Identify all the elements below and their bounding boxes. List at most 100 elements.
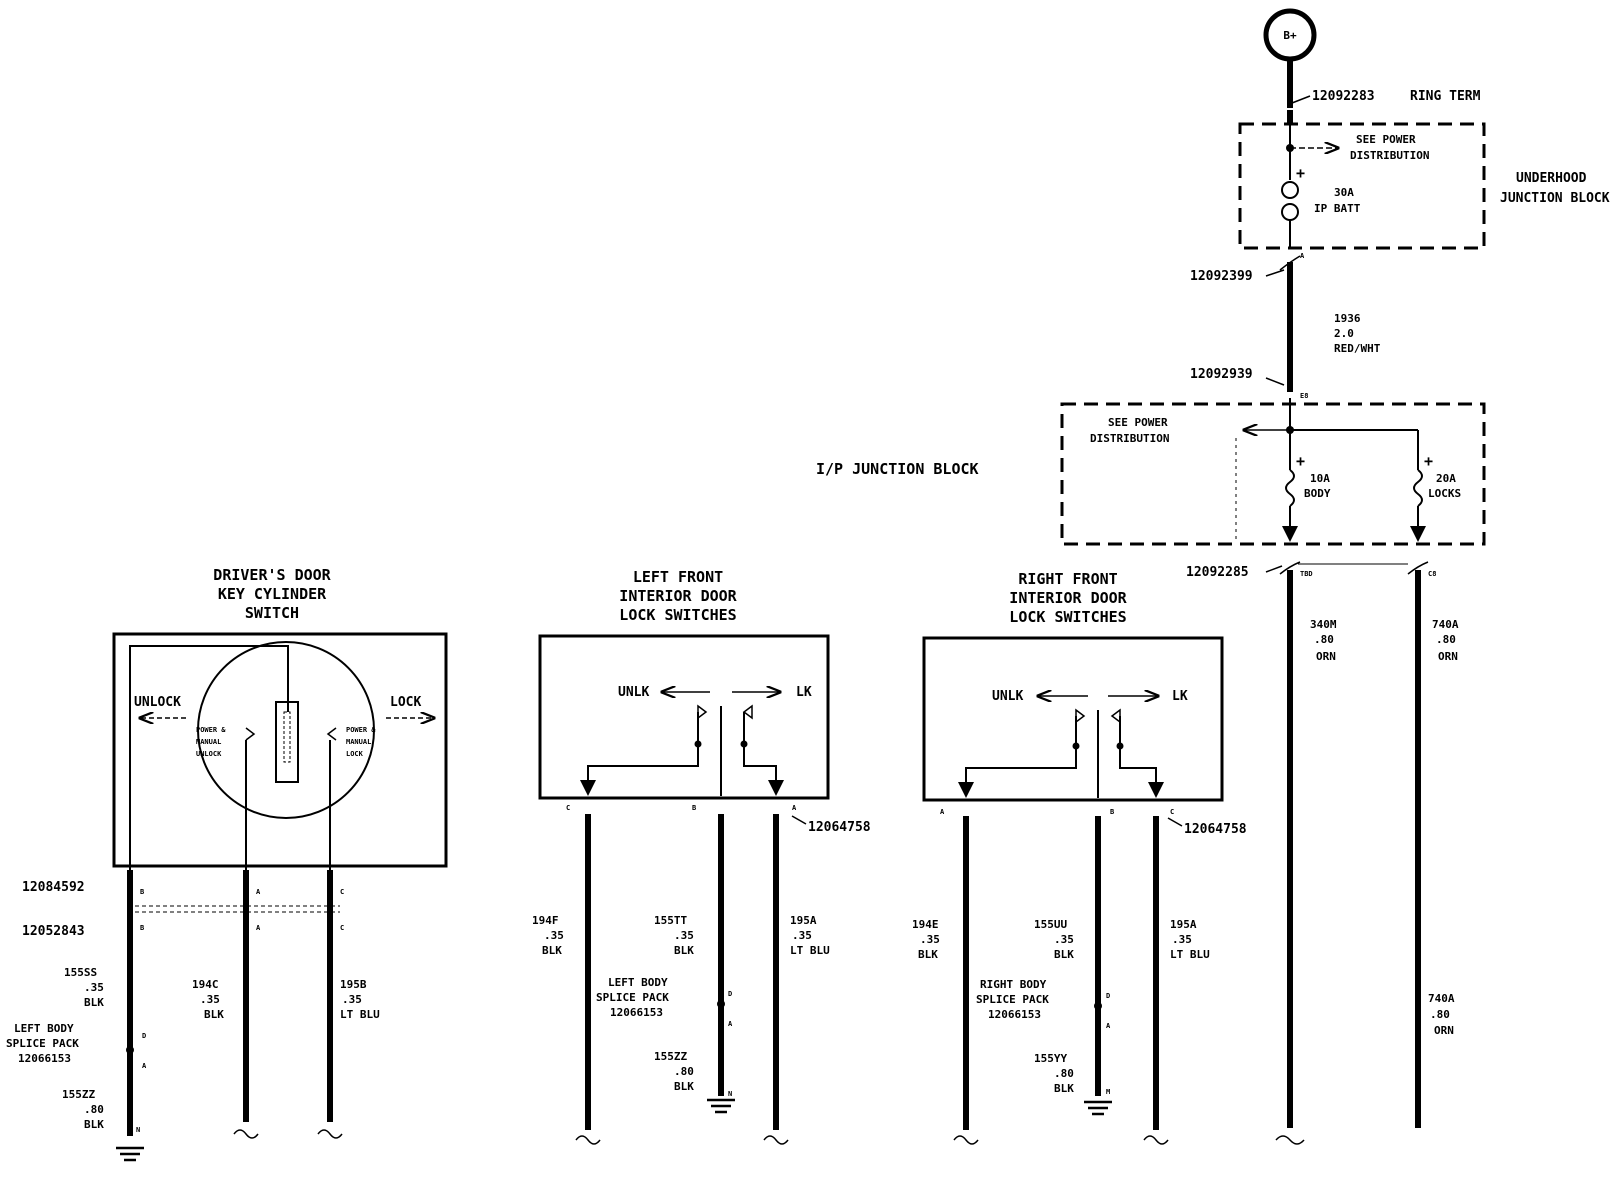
diagram-label: LOCK SWITCHES xyxy=(619,606,736,624)
fuse-icon xyxy=(1281,181,1299,221)
out3-gauge: .80 xyxy=(1430,1008,1450,1021)
continuation-icon xyxy=(1143,1135,1169,1145)
diagram-label: 155ZZ xyxy=(654,1050,687,1063)
drivers-title-3: SWITCH xyxy=(245,604,299,622)
diagram-label: SPLICE PACK xyxy=(6,1037,79,1050)
diagram-label: MANUAL xyxy=(196,738,221,746)
diagram-label: 195A xyxy=(1170,918,1197,931)
diagram-label: LEFT BODY xyxy=(14,1022,74,1035)
diagram-label: LEFT FRONT xyxy=(633,568,723,586)
switch-contact-icon xyxy=(1110,708,1121,724)
diagram-label: LT BLU xyxy=(1170,948,1210,961)
diagram-label: 155TT xyxy=(654,914,687,927)
ip-part-below: 12092285 xyxy=(1186,565,1249,580)
diagram-label: BLK xyxy=(1054,948,1074,961)
ip-junction-block: I/P JUNCTION BLOCK SEE POWER DISTRIBUTIO… xyxy=(816,398,1486,546)
diagram-label: D xyxy=(728,990,732,998)
diagram-label: BLK xyxy=(542,944,562,957)
diagram-label: SPLICE PACK xyxy=(976,993,1049,1006)
diagram-label: .80 xyxy=(84,1103,104,1116)
continuation-icon xyxy=(575,1135,601,1145)
diagram-label: C xyxy=(566,804,570,812)
diagram-label: N xyxy=(728,1090,732,1098)
diagram-label: .35 xyxy=(1054,933,1074,946)
out2-gauge: .80 xyxy=(1436,633,1456,646)
diagram-label: LOCK xyxy=(346,750,364,758)
out2-color: ORN xyxy=(1438,650,1458,663)
fuse-icon xyxy=(1285,469,1295,507)
underhood-pin: A xyxy=(1300,252,1305,260)
out1-color: ORN xyxy=(1316,650,1336,663)
diagram-label: BLK xyxy=(674,944,694,957)
diagram-label: B xyxy=(140,888,144,896)
diagram-label: B xyxy=(692,804,696,812)
ip-pin-out1: TBD xyxy=(1300,570,1313,578)
ip-fuse1-amp: 10A xyxy=(1310,472,1330,485)
feed-circuit: 1936 xyxy=(1334,312,1361,325)
diagram-label: D xyxy=(1106,992,1110,1000)
ip-part-above: 12092939 xyxy=(1190,367,1253,382)
diagram-label: MANUAL xyxy=(346,738,371,746)
battery-label: B+ xyxy=(1283,29,1297,42)
diagram-label: 195B xyxy=(340,978,367,991)
diagram-label: A xyxy=(256,888,261,896)
underhood-see-1: SEE POWER xyxy=(1356,133,1416,146)
ip-outputs: 12092285 TBD C8 340M .80 ORN 740A .80 OR… xyxy=(1186,561,1459,1145)
diagram-label: .80 xyxy=(1054,1067,1074,1080)
fuse-icon xyxy=(1413,469,1423,507)
diagram-label: .35 xyxy=(200,993,220,1006)
right-part: 12064758 xyxy=(1184,822,1247,837)
splice-icon xyxy=(1094,1002,1102,1010)
diagram-label: 12066153 xyxy=(988,1008,1041,1021)
diagram-label: 194F xyxy=(532,914,559,927)
diagram-label: LT BLU xyxy=(340,1008,380,1021)
diagram-label: LOCK SWITCHES xyxy=(1009,608,1126,626)
continuation-icon xyxy=(953,1135,979,1145)
diagram-label: LT BLU xyxy=(790,944,830,957)
diagram-label: 12066153 xyxy=(18,1052,71,1065)
left-lk-label: LK xyxy=(796,685,812,700)
underhood-see-2: DISTRIBUTION xyxy=(1350,149,1429,162)
diagram-label: .35 xyxy=(544,929,564,942)
diagram-label: .35 xyxy=(1172,933,1192,946)
drivers-part-top: 12084592 xyxy=(22,880,85,895)
diagram-label: .35 xyxy=(342,993,362,1006)
diagram-label: 195A xyxy=(790,914,817,927)
continuation-icon xyxy=(763,1135,789,1145)
diagram-label: UNLOCK xyxy=(196,750,222,758)
feed-gauge: 2.0 xyxy=(1334,327,1354,340)
switch-contact-icon xyxy=(326,727,337,741)
ip-pin-out2: C8 xyxy=(1428,570,1436,578)
switch-contact-icon xyxy=(697,704,708,720)
diagram-label: .35 xyxy=(84,981,104,994)
diagram-label: BLK xyxy=(1054,1082,1074,1095)
underhood-fuse-amp: 30A xyxy=(1334,186,1354,199)
continuation-icon xyxy=(1275,1135,1305,1145)
ip-fuse1-name: BODY xyxy=(1304,487,1331,500)
underhood-title-1: UNDERHOOD xyxy=(1516,171,1587,186)
diagram-label: .35 xyxy=(792,929,812,942)
diagram-label: RIGHT BODY xyxy=(980,978,1047,991)
drivers-part-bottom: 12052843 xyxy=(22,924,85,939)
ground-icon xyxy=(707,1098,735,1114)
diagram-label: A xyxy=(256,924,261,932)
right-lk-label: LK xyxy=(1172,689,1188,704)
diagram-label: .35 xyxy=(674,929,694,942)
battery-feed: B+ 12092283 RING TERM xyxy=(1263,8,1481,108)
ground-icon xyxy=(1084,1100,1112,1116)
out2-circuit: 740A xyxy=(1432,618,1459,631)
diagram-label: D xyxy=(142,1032,146,1040)
out3-color: ORN xyxy=(1434,1024,1454,1037)
diagram-label: A xyxy=(142,1062,147,1070)
continuation-icon xyxy=(317,1129,343,1139)
ip-pin-in: E8 xyxy=(1300,392,1308,400)
underhood-fuse-name: IP BATT xyxy=(1314,202,1361,215)
ip-see-1: SEE POWER xyxy=(1108,416,1168,429)
diagram-label: POWER & xyxy=(346,726,376,734)
ground-icon xyxy=(116,1146,144,1162)
drivers-title-1: DRIVER'S DOOR xyxy=(213,566,331,584)
drivers-title-2: KEY CYLINDER xyxy=(218,585,327,603)
left-part: 12064758 xyxy=(808,820,871,835)
diagram-label: BLK xyxy=(84,1118,104,1131)
switch-contact-icon xyxy=(245,727,256,741)
